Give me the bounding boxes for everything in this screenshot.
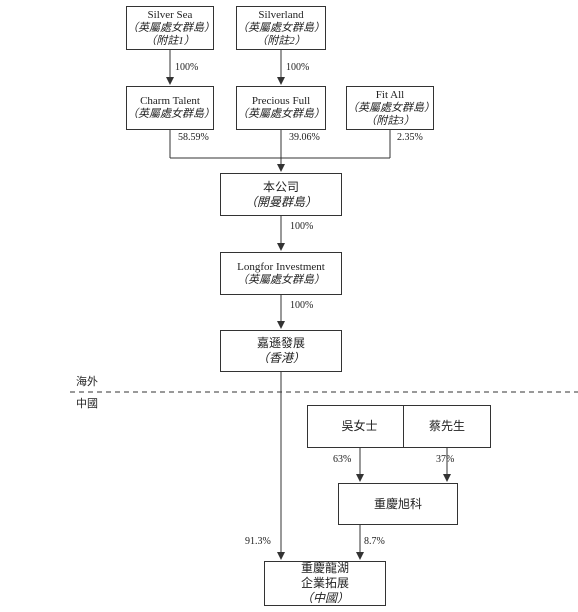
entity-silver-sea: Silver Sea （英屬處女群島） （附註1） — [126, 6, 215, 50]
pct-jiayu-to-longhu: 91.3% — [245, 536, 271, 547]
entity-ms-wu: 吳女士 — [307, 405, 412, 448]
pct-silverland-to-precious: 100% — [286, 62, 310, 73]
entity-precious-full: Precious Full （英屬處女群島） — [236, 86, 326, 130]
pct-charm-to-company: 58.59% — [178, 132, 209, 143]
entity-place: （香港） — [256, 351, 305, 365]
entity-place: （中國） — [300, 591, 349, 605]
entity-name: 吳女士 — [341, 419, 378, 433]
entity-name: Silver Sea — [147, 8, 193, 21]
entity-place: （開曼群島） — [244, 194, 317, 209]
entity-name: Fit All — [375, 88, 405, 101]
entity-name: Precious Full — [251, 95, 311, 107]
entity-mr-cai: 蔡先生 — [403, 405, 491, 448]
pct-wu-to-xuke: 63% — [333, 454, 352, 465]
entity-name: 嘉遜發展 — [256, 336, 305, 350]
entity-name: 蔡先生 — [428, 419, 465, 433]
entity-silverland: Silverland （英屬處女群島） （附註2） — [236, 6, 326, 50]
entity-name: Longfor Investment — [237, 260, 325, 273]
entity-place: （英屬處女群島） — [347, 101, 435, 114]
entity-name: Charm Talent — [140, 95, 200, 107]
pct-company-to-longfor: 100% — [290, 221, 314, 232]
pct-xuke-to-longhu: 8.7% — [364, 536, 385, 547]
pct-cai-to-xuke: 37% — [436, 454, 455, 465]
entity-company: 本公司 （開曼群島） — [220, 173, 342, 216]
region-overseas-label: 海外 — [76, 376, 98, 388]
entity-name: 重慶旭科 — [373, 496, 422, 511]
entity-place: （英屬處女群島） — [237, 273, 325, 286]
entity-chongqing-longhu: 重慶龍湖 企業拓展 （中國） — [264, 561, 386, 606]
pct-longfor-to-jiayu: 100% — [290, 300, 314, 311]
region-china-label: 中國 — [76, 398, 98, 410]
entity-place: （英屬處女群島） — [237, 108, 325, 120]
pct-fitall-to-company: 2.35% — [397, 132, 423, 143]
pct-silver-sea-to-charm: 100% — [175, 62, 199, 73]
entity-fit-all: Fit All （英屬處女群島） （附註3） — [346, 86, 435, 130]
entity-note: （附註3） — [365, 114, 415, 127]
entity-chongqing-xuke: 重慶旭科 — [338, 483, 458, 525]
entity-note: （附註2） — [256, 34, 306, 47]
entity-longfor-investment: Longfor Investment （英屬處女群島） — [220, 252, 342, 295]
entity-name: 本公司 — [262, 179, 299, 194]
entity-place: （英屬處女群島） — [127, 108, 215, 120]
pct-precious-to-company: 39.06% — [289, 132, 320, 143]
entity-name-line1: 重慶龍湖 — [300, 561, 349, 575]
entity-jiayu-development: 嘉遜發展 （香港） — [220, 330, 342, 372]
entity-note: （附註1） — [145, 34, 195, 47]
entity-place: （英屬處女群島） — [127, 21, 215, 34]
entity-name: Silverland — [258, 8, 304, 21]
entity-charm-talent: Charm Talent （英屬處女群島） — [126, 86, 215, 130]
entity-place: （英屬處女群島） — [237, 21, 325, 34]
entity-name-line2: 企業拓展 — [300, 576, 349, 590]
